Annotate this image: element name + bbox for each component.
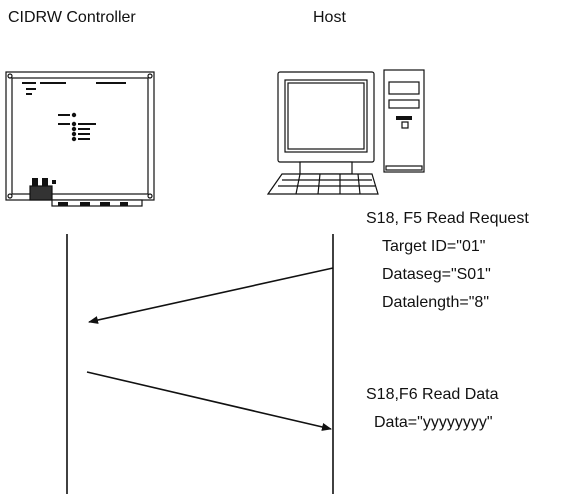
response-arrow xyxy=(86,371,332,431)
request-arrow xyxy=(88,267,334,324)
message1-line: Datalength="8" xyxy=(382,294,489,311)
message1-line: Target ID="01" xyxy=(382,238,486,255)
message2-line: Data="yyyyyyyy" xyxy=(374,414,493,431)
desktop-computer-icon xyxy=(266,69,425,195)
message1-line: Dataseg="S01" xyxy=(382,266,491,283)
message1-title: S18, F5 Read Request xyxy=(366,210,529,227)
controller-label: CIDRW Controller xyxy=(8,9,136,26)
message2-title: S18,F6 Read Data xyxy=(366,386,499,403)
host-label: Host xyxy=(313,9,346,26)
controller-device-icon xyxy=(5,71,155,207)
